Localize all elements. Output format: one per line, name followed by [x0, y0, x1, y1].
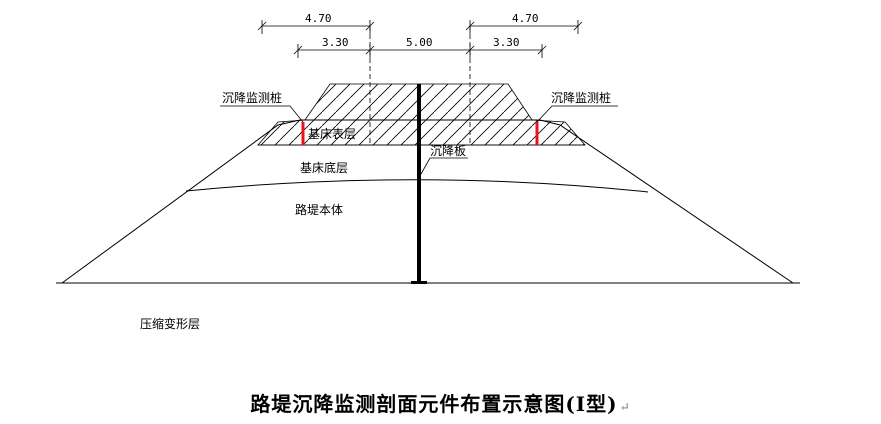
- dimension-top-left: [257, 20, 375, 34]
- label-base-layer: 基床表层: [308, 127, 356, 141]
- label-monitor-right: 沉降监测桩: [551, 90, 611, 105]
- leader-left-monitor: [220, 105, 304, 123]
- return-mark: ↵: [619, 400, 631, 414]
- figure-caption: 路堤沉降监测剖面元件布置示意图(Ⅰ型)↵: [0, 388, 881, 417]
- leader-settlement-rod: [420, 157, 468, 175]
- dim-label-inner-left: 3.30: [322, 36, 349, 49]
- settlement-plate-base: [411, 281, 427, 284]
- caption-title: 路堤沉降监测剖面元件布置示意图(Ⅰ型): [250, 392, 618, 416]
- label-compression-layer: 压缩变形层: [140, 316, 200, 331]
- label-base-bottom: 基床底层: [300, 160, 348, 175]
- label-monitor-left: 沉降监测桩: [222, 90, 282, 105]
- label-embankment-body: 路堤本体: [295, 202, 343, 217]
- label-settlement-rod: 沉降板: [430, 144, 466, 158]
- dim-label-inner-right: 3.30: [493, 36, 520, 49]
- dim-label-top-right: 4.70: [512, 12, 539, 25]
- dim-label-top-left: 4.70: [305, 12, 332, 25]
- leader-right-monitor: [536, 105, 618, 123]
- dimension-top-right: [465, 20, 583, 34]
- dimension-second-row: [293, 44, 547, 58]
- dim-label-center: 5.00: [406, 36, 433, 49]
